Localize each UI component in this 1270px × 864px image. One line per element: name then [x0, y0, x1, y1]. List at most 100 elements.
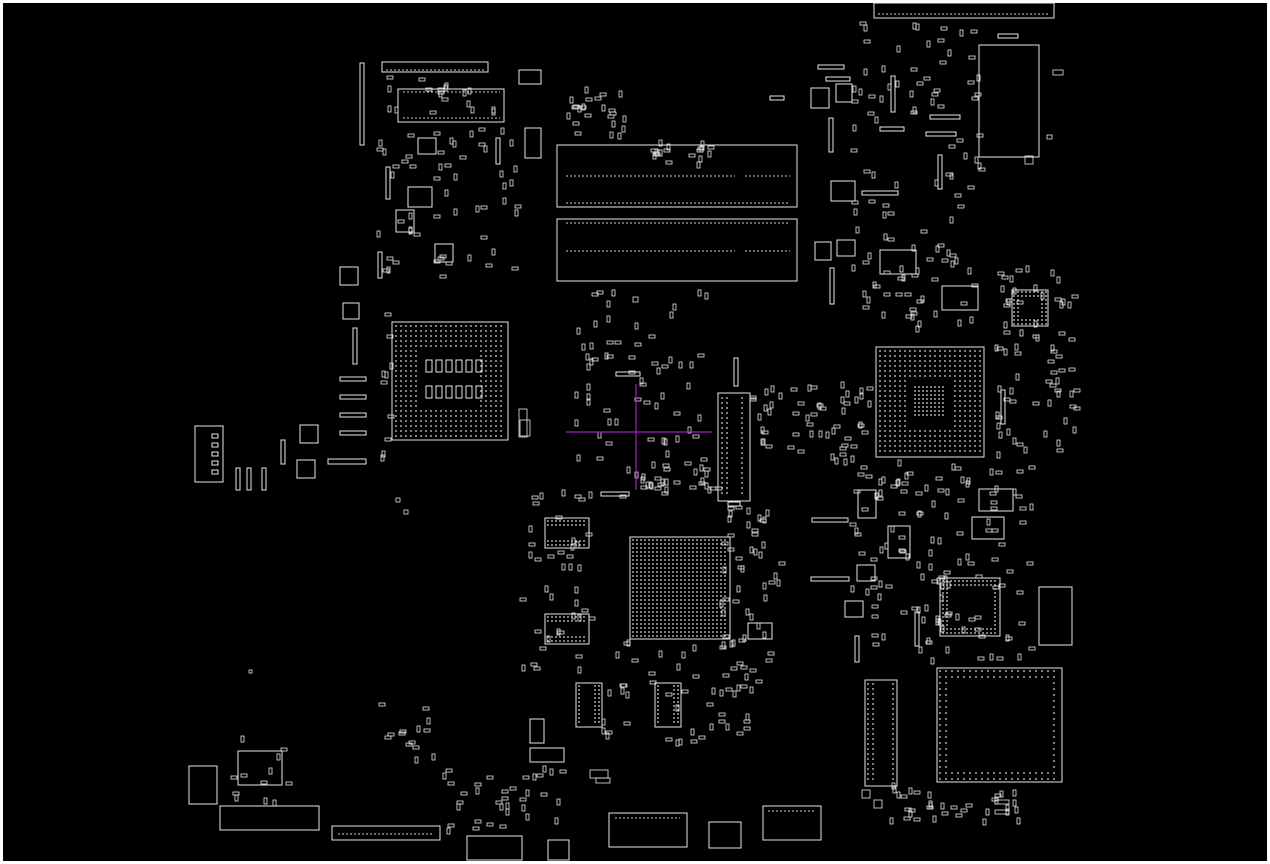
bga-pad: [894, 415, 896, 417]
smd-pad: [960, 808, 968, 813]
bga-pad: [656, 611, 658, 613]
bga-pad: [909, 430, 911, 432]
bga-pad: [954, 385, 956, 387]
bga-pad: [1045, 315, 1047, 317]
bga-pad: [652, 599, 654, 601]
smd-pad: [904, 292, 912, 297]
bga-pad: [926, 414, 928, 416]
smd-pad: [1012, 799, 1017, 807]
smd-pad: [908, 810, 913, 818]
bga-pad: [954, 355, 956, 357]
board-canvas[interactable]: [3, 3, 1267, 861]
bga-pad: [632, 635, 634, 637]
smd-pad: [732, 599, 740, 604]
bga-pad: [410, 400, 412, 402]
smd-pad: [727, 533, 735, 538]
smd-pad: [1003, 321, 1008, 329]
smd-pad: [661, 364, 669, 369]
smd-pad: [862, 305, 870, 310]
bga-pad: [430, 430, 432, 432]
bga-pad: [400, 355, 402, 357]
bga-pad: [475, 430, 477, 432]
bga-pad: [696, 559, 698, 561]
bga-pad: [958, 628, 960, 630]
smd-pad: [456, 803, 461, 811]
bga-pad: [688, 579, 690, 581]
bga-pad: [889, 410, 891, 412]
bga-pad: [636, 539, 638, 541]
smd-pad: [878, 478, 883, 486]
bga-pad: [657, 717, 659, 719]
bga-pad: [644, 611, 646, 613]
bga-pad: [1029, 778, 1031, 780]
smd-pad: [939, 594, 944, 602]
bga-pad: [400, 430, 402, 432]
bga-pad: [946, 624, 948, 626]
bga-pad: [684, 599, 686, 601]
bga-pad: [656, 615, 658, 617]
smd-pad: [732, 690, 737, 698]
smd-pad: [609, 131, 614, 139]
smd-pad: [654, 476, 662, 481]
smd-pad: [937, 104, 945, 109]
smd-pad: [416, 725, 421, 733]
bga-pad: [485, 415, 487, 417]
smd-pad: [501, 796, 509, 801]
bga-pad: [959, 450, 961, 452]
bga-pad: [716, 619, 718, 621]
bga-pad: [455, 340, 457, 342]
smd-pad: [607, 114, 615, 119]
bga-pad: [872, 753, 874, 755]
bga-pad: [969, 430, 971, 432]
bga-pad: [575, 520, 577, 522]
bga-pad: [460, 425, 462, 427]
bga-pad: [465, 435, 467, 437]
cluster-center: [574, 289, 711, 499]
smd-pad: [620, 683, 628, 688]
bga-pad: [636, 607, 638, 609]
bga-pad: [460, 345, 462, 347]
bga-pad: [480, 345, 482, 347]
smd-pad: [505, 802, 510, 810]
bga-pad: [934, 350, 936, 352]
bga-pad: [945, 718, 947, 720]
bga-pad: [640, 587, 642, 589]
bga-pad: [455, 420, 457, 422]
bga-pad: [485, 420, 487, 422]
gpu-bga: [629, 536, 731, 640]
bga-pad: [644, 539, 646, 541]
smd-pad: [704, 292, 709, 300]
bga-pad: [726, 487, 728, 489]
bga-pad: [652, 579, 654, 581]
bga-pad: [964, 400, 966, 402]
bga-pad: [652, 631, 654, 633]
bga-pad: [721, 482, 723, 484]
smd-pad: [601, 727, 606, 735]
smd-pad: [957, 498, 965, 503]
smd-pad: [870, 585, 878, 590]
smd-pad: [1019, 329, 1024, 337]
bga-pad: [490, 350, 492, 352]
smd-pad: [868, 94, 876, 99]
bga-pad: [485, 345, 487, 347]
smd-pad: [1005, 804, 1010, 812]
smd-pad: [859, 387, 864, 395]
bga-pad: [884, 445, 886, 447]
bga-pad: [420, 430, 422, 432]
bga-pad: [668, 579, 670, 581]
bga-pad: [919, 370, 921, 372]
bga-pad: [741, 492, 743, 494]
bga-pad: [696, 571, 698, 573]
smd-pad: [607, 418, 612, 426]
bga-pad: [395, 325, 397, 327]
bga-pad: [559, 620, 561, 622]
smd-pad: [1028, 646, 1036, 651]
smd-pad: [599, 92, 607, 97]
bga-pad: [899, 420, 901, 422]
smd-pad: [618, 90, 623, 98]
bga-pad: [899, 415, 901, 417]
smd-pad: [675, 739, 680, 747]
bga-pad: [656, 567, 658, 569]
bga-pad: [1013, 311, 1015, 313]
smd-pad: [408, 226, 413, 234]
